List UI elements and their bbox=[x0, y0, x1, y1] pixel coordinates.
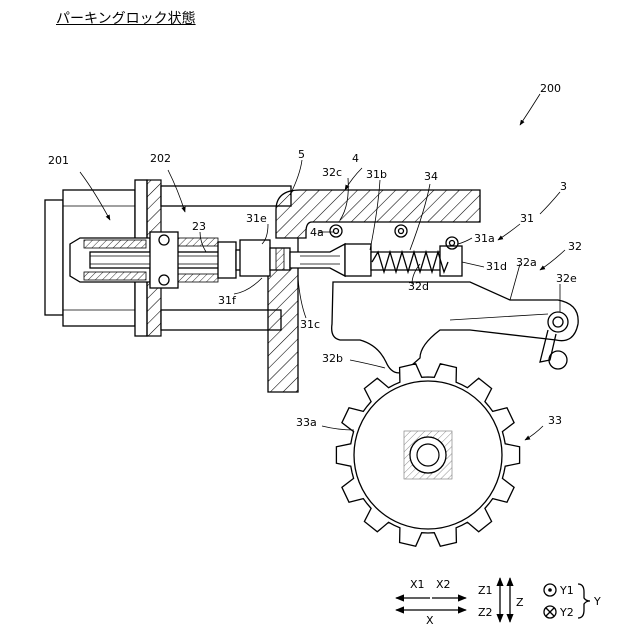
label-3: 3 bbox=[560, 180, 567, 193]
label-32a: 32a bbox=[516, 256, 537, 269]
legend-y1: Y1 bbox=[559, 584, 574, 597]
label-31b: 31b bbox=[366, 168, 387, 181]
label-33a: 33a bbox=[296, 416, 317, 429]
label-32c: 32c bbox=[322, 166, 342, 179]
label-32d: 32d bbox=[408, 280, 429, 293]
label-202: 202 bbox=[150, 152, 171, 165]
direction-legend: X1 X2 X Z1 Z2 Z Y1 Y2 Y bbox=[396, 578, 601, 627]
label-4: 4 bbox=[352, 152, 359, 165]
label-31e: 31e bbox=[246, 212, 267, 225]
label-4a: 4a bbox=[310, 226, 324, 239]
label-32: 32 bbox=[568, 240, 582, 253]
parking-pawl-32 bbox=[332, 282, 579, 373]
label-200: 200 bbox=[540, 82, 561, 95]
label-5: 5 bbox=[298, 148, 305, 161]
rod-31 bbox=[240, 240, 462, 276]
legend-y: Y bbox=[593, 595, 601, 608]
label-32e: 32e bbox=[556, 272, 577, 285]
label-33: 33 bbox=[548, 414, 562, 427]
label-23: 23 bbox=[192, 220, 206, 233]
legend-x1: X1 bbox=[410, 578, 425, 591]
label-201: 201 bbox=[48, 154, 69, 167]
label-32b: 32b bbox=[322, 352, 343, 365]
legend-x: X bbox=[426, 614, 434, 627]
label-31f: 31f bbox=[218, 294, 237, 307]
legend-z: Z bbox=[516, 596, 524, 609]
label-31d: 31d bbox=[486, 260, 507, 273]
legend-x2: X2 bbox=[436, 578, 451, 591]
legend-z1: Z1 bbox=[478, 584, 493, 597]
label-31a: 31a bbox=[474, 232, 495, 245]
parking-gear-33 bbox=[336, 364, 519, 546]
legend-z2: Z2 bbox=[478, 606, 493, 619]
label-31c: 31c bbox=[300, 318, 320, 331]
label-31: 31 bbox=[520, 212, 534, 225]
screw-shaft-202 bbox=[70, 232, 248, 288]
legend-y2: Y2 bbox=[559, 606, 574, 619]
label-34: 34 bbox=[424, 170, 438, 183]
